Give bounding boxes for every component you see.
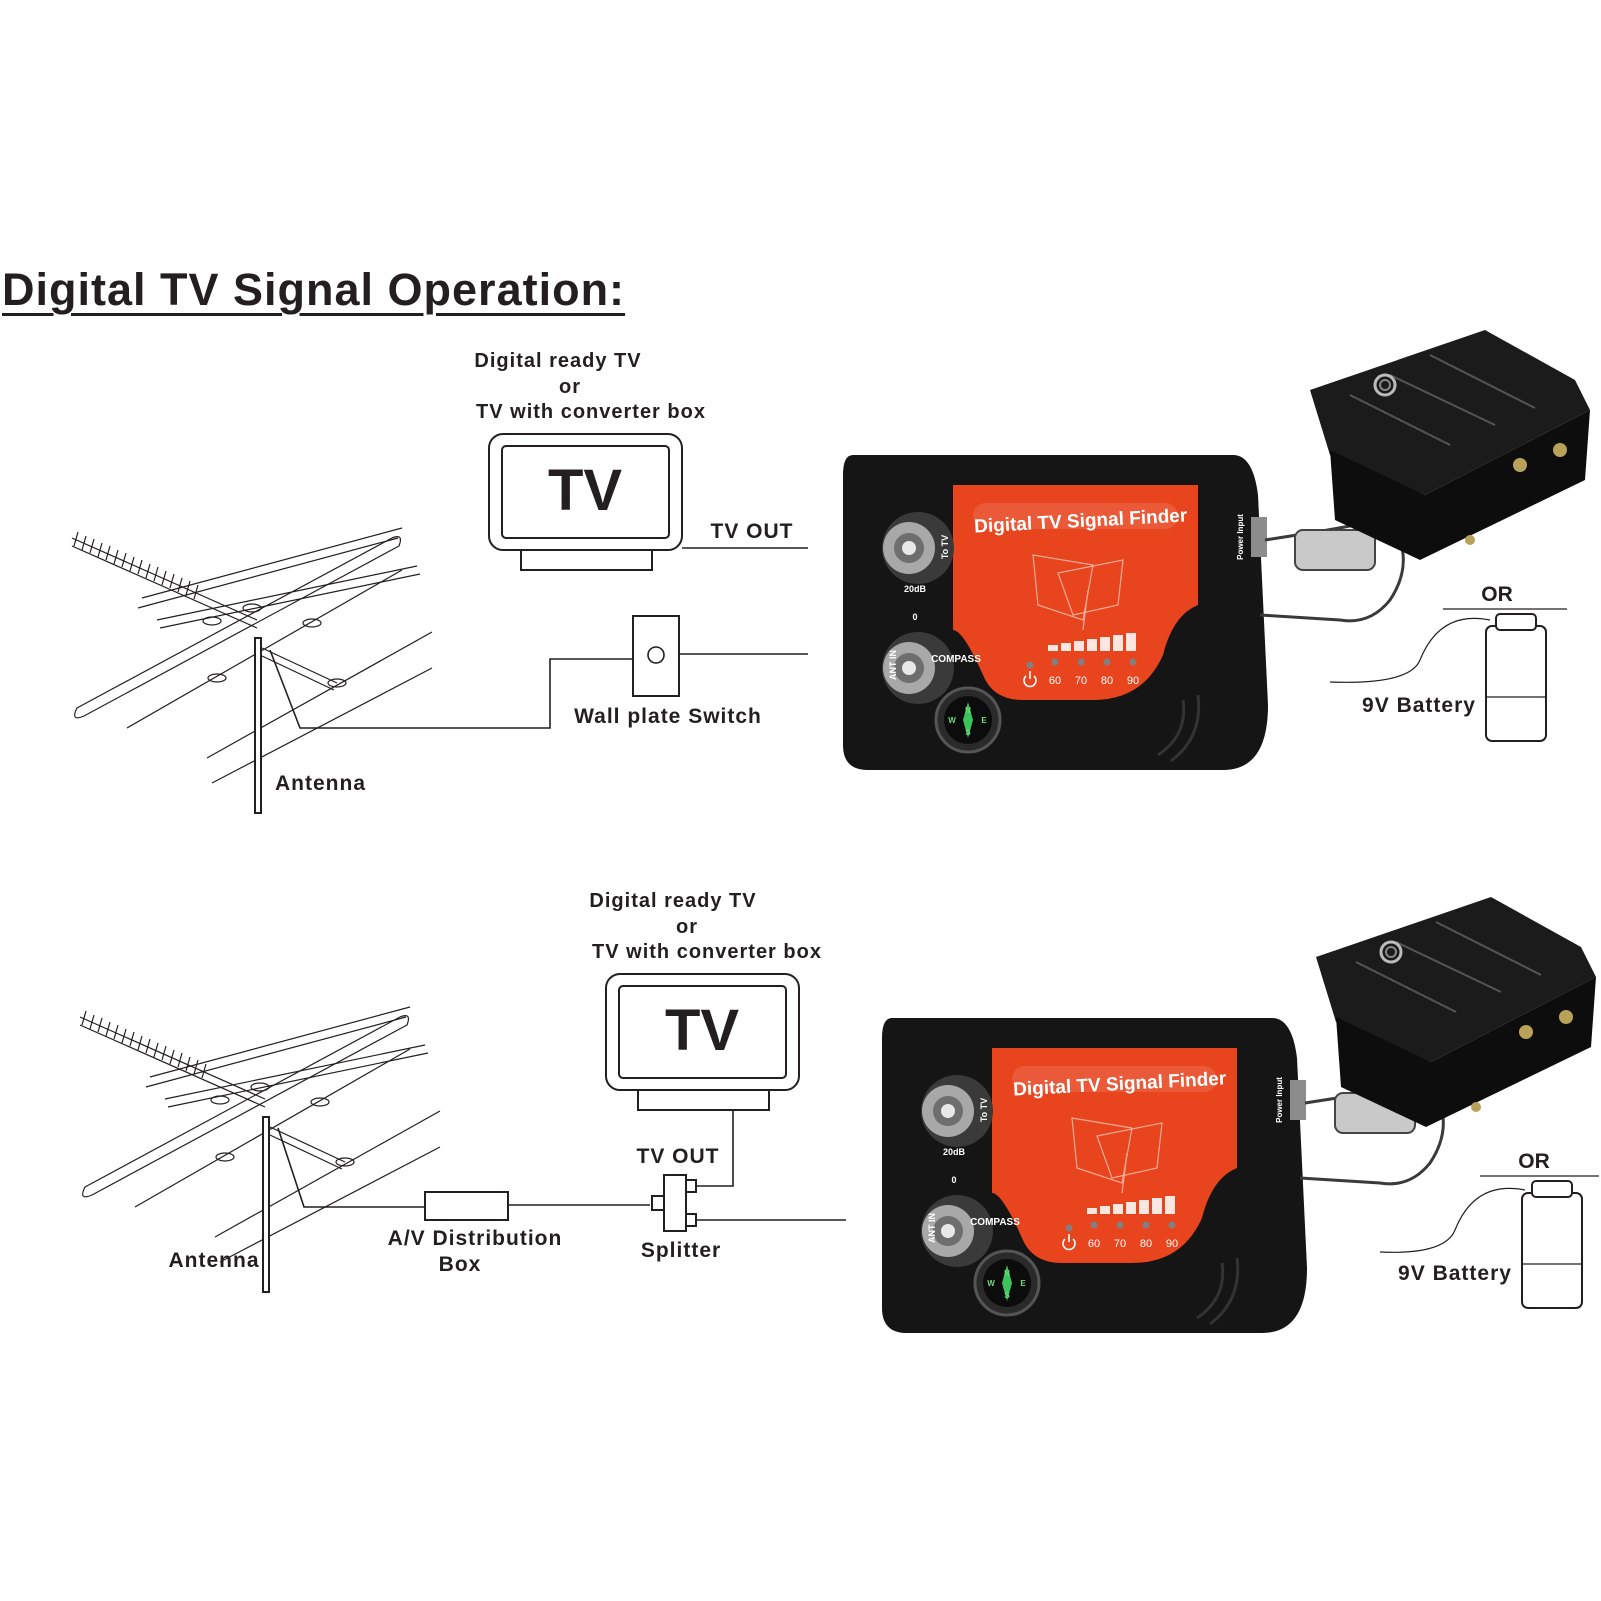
compass-w: W	[987, 1279, 995, 1288]
led-label-90: 90	[1127, 675, 1139, 687]
compass-label: COMPASS	[970, 1217, 1020, 1228]
led-60	[1051, 658, 1059, 666]
led-label-60: 60	[1049, 675, 1061, 687]
av-distribution-box	[424, 1191, 509, 1221]
switch-0-label: 0	[912, 612, 917, 622]
power-input-label: Power Input	[1236, 514, 1245, 560]
tv-caption-line-3: TV with converter box	[592, 941, 822, 963]
or-label: OR	[1518, 1150, 1550, 1173]
led-label-60: 60	[1088, 1238, 1100, 1250]
battery-wire	[1379, 1187, 1526, 1253]
to-tv-port-label: To TV	[940, 535, 950, 559]
av-distribution-label-2: Box	[439, 1253, 482, 1276]
9v-battery-illustration	[1521, 1180, 1583, 1309]
signal-finder-device: Digital TV Signal Finder To TV 20dB 0 AN…	[880, 1016, 1309, 1335]
compass-s: S	[1004, 1291, 1010, 1300]
led-label-80: 80	[1101, 675, 1113, 687]
compass-s: S	[965, 728, 971, 737]
led-power	[1065, 1224, 1073, 1232]
switch-0-label: 0	[951, 1175, 956, 1185]
led-70	[1077, 658, 1085, 666]
tv-caption-line-2: or	[676, 916, 698, 938]
led-label-70: 70	[1075, 675, 1087, 687]
tv-caption-line-1: Digital ready TV	[474, 350, 641, 372]
compass-n: N	[1004, 1269, 1010, 1278]
battery-holder-illustration	[1308, 328, 1592, 562]
battery-wire	[1329, 617, 1491, 683]
power-icon	[1062, 1234, 1076, 1251]
tv-outline: TV	[605, 973, 800, 1111]
ant-in-port-label: ANT IN	[927, 1213, 937, 1243]
to-tv-port-label: To TV	[979, 1098, 989, 1122]
antenna-illustration	[71, 527, 433, 814]
setup-2: Digital ready TV or TV with converter bo…	[79, 890, 1599, 1335]
splitter-to-tv-cable	[696, 1110, 734, 1187]
tv-out-label: TV OUT	[637, 1145, 720, 1168]
compass-e: E	[1020, 1279, 1026, 1288]
wall-plate-switch-label: Wall plate Switch	[574, 705, 762, 728]
led-indicators	[1065, 1221, 1176, 1232]
antenna-label: Antenna	[275, 772, 366, 795]
splitter	[651, 1174, 697, 1232]
page-title: Digital TV Signal Operation:	[2, 264, 626, 315]
tv-screen-text: TV	[665, 998, 739, 1063]
antenna-cable	[269, 649, 633, 729]
led-60	[1090, 1221, 1098, 1229]
led-80	[1103, 658, 1111, 666]
antenna-label: Antenna	[169, 1249, 260, 1272]
power-input-label: Power Input	[1275, 1077, 1284, 1123]
compass-label: COMPASS	[931, 654, 981, 665]
wall-plate-switch	[632, 615, 680, 697]
led-indicators	[1026, 658, 1137, 669]
power-connector	[1294, 529, 1376, 571]
signal-finder-device: Digital TV Signal Finder To TV 20dB 0 AN…	[841, 453, 1270, 772]
antenna-cable	[277, 1127, 425, 1208]
compass-e: E	[981, 716, 987, 725]
led-label-80: 80	[1140, 1238, 1152, 1250]
tv-screen-text: TV	[548, 458, 622, 523]
ant-in-port-label: ANT IN	[888, 650, 898, 680]
power-icon	[1023, 671, 1037, 688]
splitter-label: Splitter	[641, 1239, 721, 1262]
setup-1: Digital ready TV or TV with converter bo…	[71, 328, 1592, 814]
switch-20db-label: 20dB	[904, 584, 927, 594]
led-label-90: 90	[1166, 1238, 1178, 1250]
9v-battery-illustration	[1485, 613, 1547, 742]
antenna-illustration	[79, 1006, 441, 1293]
or-label: OR	[1481, 583, 1513, 606]
led-90	[1129, 658, 1137, 666]
tv-out-label: TV OUT	[711, 520, 794, 543]
led-power	[1026, 661, 1034, 669]
tv-caption-line-3: TV with converter box	[476, 401, 706, 423]
compass-n: N	[965, 706, 971, 715]
tv-caption-line-1: Digital ready TV	[589, 890, 756, 912]
led-70	[1116, 1221, 1124, 1229]
battery-label: 9V Battery	[1398, 1262, 1512, 1285]
tv-caption-line-2: or	[559, 376, 581, 398]
led-90	[1168, 1221, 1176, 1229]
led-label-70: 70	[1114, 1238, 1126, 1250]
av-distribution-label-1: A/V Distribution	[388, 1227, 563, 1250]
tv-outline: TV	[488, 433, 683, 571]
battery-holder-illustration	[1314, 895, 1598, 1129]
compass-w: W	[948, 716, 956, 725]
switch-20db-label: 20dB	[943, 1147, 966, 1157]
led-80	[1142, 1221, 1150, 1229]
battery-label: 9V Battery	[1362, 694, 1476, 717]
